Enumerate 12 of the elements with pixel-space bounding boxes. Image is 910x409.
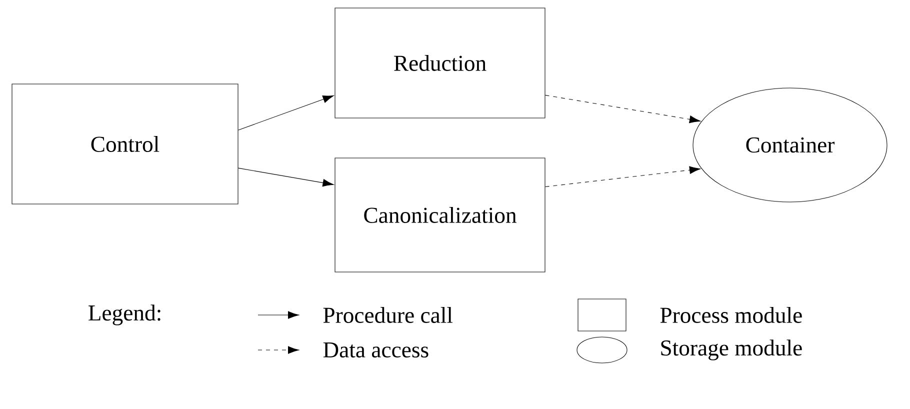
legend-label: Procedure call (323, 307, 453, 323)
arrow (238, 168, 334, 187)
arrow (238, 95, 334, 130)
arrow (545, 94, 701, 124)
process-box: Control (12, 84, 238, 204)
legend-title: Legend: (88, 304, 160, 326)
legend-label: Storage module (661, 340, 802, 360)
legend-label: Data access (323, 342, 428, 358)
process-box: Reduction (334, 8, 546, 118)
arrow (545, 166, 701, 188)
legend-label: Process module (660, 307, 802, 323)
process-box: Canonicalization (334, 158, 546, 272)
